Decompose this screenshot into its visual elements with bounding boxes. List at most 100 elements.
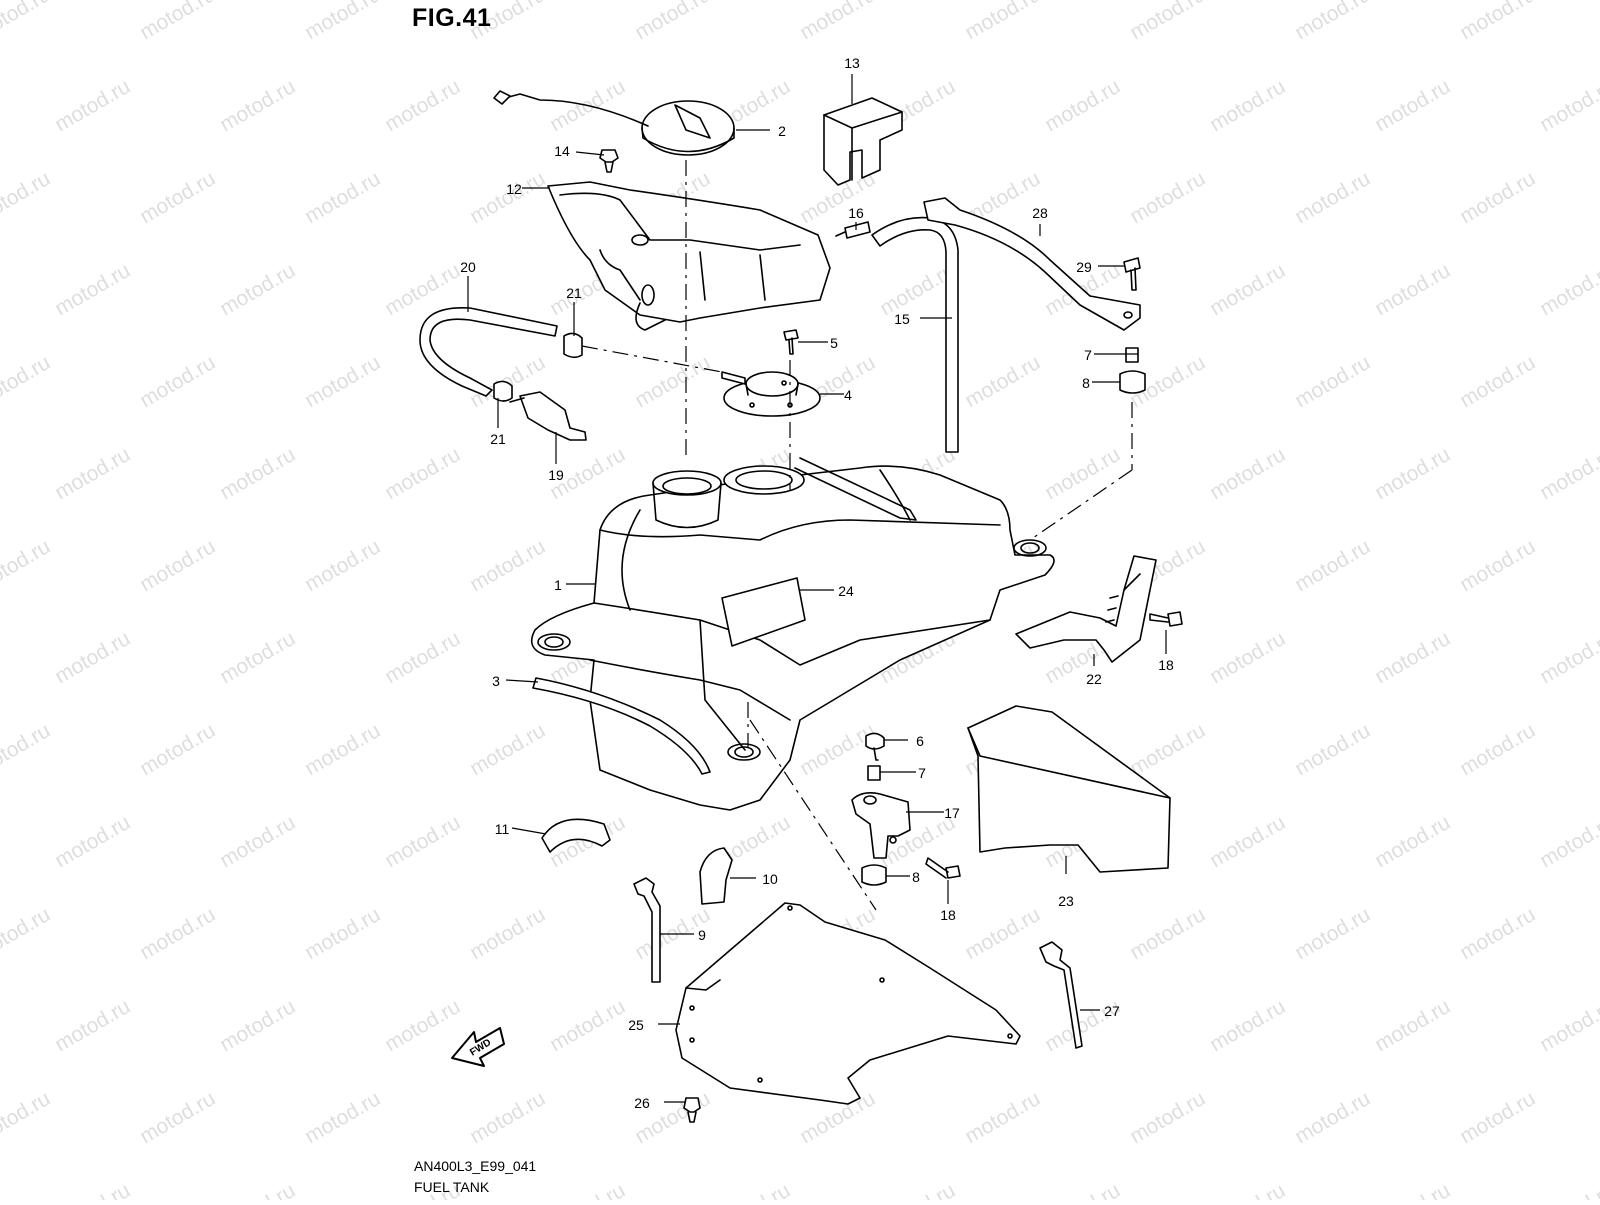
watermark-text: motod.ru <box>961 903 1044 964</box>
watermark-text: motod.ru <box>0 1087 54 1148</box>
callout-cushion-lower: 8 <box>912 869 920 885</box>
callout-hose-joint: 16 <box>848 205 864 221</box>
watermark-text: motod.ru <box>1536 811 1600 872</box>
callout-fuel-pump-flange: 4 <box>844 387 852 403</box>
watermark-text: motod.ru <box>0 535 54 596</box>
watermark-text: motod.ru <box>1206 443 1289 504</box>
watermark-text: motod.ru <box>136 535 219 596</box>
watermark-text: motod.ru <box>381 627 464 688</box>
watermark-text: motod.ru <box>51 627 134 688</box>
watermark-text: motod.ru <box>0 0 54 44</box>
watermark-text: motod.ru <box>1291 719 1374 780</box>
callout-hose-clamp-lower: 21 <box>490 431 506 447</box>
watermark-text: motod.ru <box>381 443 464 504</box>
watermark-text: motod.ru <box>216 627 299 688</box>
watermark-text: motod.ru <box>1291 0 1374 44</box>
watermark-text: motod.ru <box>1126 719 1209 780</box>
tank-cover-tray <box>548 182 830 330</box>
clamp-strap <box>634 878 660 982</box>
callout-bolt-right: 18 <box>1158 657 1174 673</box>
watermark-text: motod.ru <box>1456 0 1539 44</box>
watermark-text: motod.ru <box>961 1087 1044 1148</box>
callout-collar-upper: 7 <box>1084 347 1092 363</box>
watermark-text: motod.ru <box>301 1087 384 1148</box>
watermark-text: motod.ru <box>1206 259 1289 320</box>
watermark-text: motod.ru <box>1126 903 1209 964</box>
watermark-text: motod.ru <box>711 1179 794 1200</box>
fwd-arrow-icon <box>452 1028 504 1066</box>
fuel-filter <box>510 392 586 440</box>
watermark-text: motod.ru <box>1371 75 1454 136</box>
callout-cable-tie: 27 <box>1104 1003 1120 1019</box>
callout-mounting-bracket: 17 <box>944 805 960 821</box>
watermark-text: motod.ru <box>301 167 384 228</box>
watermark-text: motod.ru <box>1206 627 1289 688</box>
watermark-text: motod.ru <box>1126 1087 1209 1148</box>
watermark-text: motod.ru <box>1291 167 1374 228</box>
watermark-text: motod.ru <box>1536 1179 1600 1200</box>
watermark-text: motod.ru <box>301 903 384 964</box>
watermark-text: motod.ru <box>381 995 464 1056</box>
watermark-text: motod.ru <box>1371 811 1454 872</box>
callout-bolt-lower: 18 <box>940 907 956 923</box>
watermark-text: motod.ru <box>1371 995 1454 1056</box>
watermark-text: motod.ru <box>961 0 1044 44</box>
watermark-text: motod.ru <box>1456 167 1539 228</box>
callout-clamp-strap: 9 <box>698 927 706 943</box>
callout-side-bracket: 22 <box>1086 671 1102 687</box>
callout-heat-shield: 23 <box>1058 893 1074 909</box>
cushion-lower <box>862 865 886 885</box>
under-plate <box>676 903 1020 1104</box>
breather-hose <box>420 308 557 396</box>
callout-fuel-cap: 2 <box>778 123 786 139</box>
watermark-text: motod.ru <box>51 811 134 872</box>
watermark-text: motod.ru <box>301 351 384 412</box>
watermark-text: motod.ru <box>1126 0 1209 44</box>
fuel-cap <box>494 91 734 155</box>
callout-fuel-filter: 19 <box>548 467 564 483</box>
cover-clip <box>600 150 618 172</box>
watermark-text: motod.ru <box>0 903 54 964</box>
watermark-text: motod.ru <box>1291 535 1374 596</box>
collar-lower <box>868 766 880 780</box>
callout-bolt: 6 <box>916 733 924 749</box>
tank-stay <box>924 198 1140 330</box>
callout-screw: 5 <box>830 335 838 351</box>
watermark-text: motod.ru <box>1041 1179 1124 1200</box>
cushion-pad <box>542 819 610 852</box>
watermark-text: motod.ru <box>466 903 549 964</box>
watermark-text: motod.ru <box>1456 719 1539 780</box>
watermark-text: motod.ru <box>796 0 879 44</box>
watermark-text: motod.ru <box>381 75 464 136</box>
watermark-text: motod.ru <box>1206 1179 1289 1200</box>
watermark-text: motod.ru <box>51 443 134 504</box>
cushion-upper <box>1120 371 1145 393</box>
watermark-text: motod.ru <box>631 351 714 412</box>
watermark-text: motod.ru <box>301 719 384 780</box>
bolt-lower <box>926 858 960 878</box>
watermark-text: motod.ru <box>1456 535 1539 596</box>
watermark-text: motod.ru <box>136 1087 219 1148</box>
watermark-text: motod.ru <box>1206 995 1289 1056</box>
watermark-text: motod.ru <box>216 259 299 320</box>
mounting-bracket <box>852 793 910 858</box>
tank-strip <box>533 678 710 774</box>
watermark-text: motod.ru <box>136 903 219 964</box>
watermark-text: motod.ru <box>1291 903 1374 964</box>
watermark-text: motod.ru <box>1291 1087 1374 1148</box>
drain-hose <box>872 218 958 452</box>
watermark-text: motod.ru <box>1456 1087 1539 1148</box>
watermark-text: motod.ru <box>0 719 54 780</box>
watermark-text: motod.ru <box>466 535 549 596</box>
watermark-text: motod.ru <box>466 719 549 780</box>
watermark-text: motod.ru <box>1536 75 1600 136</box>
watermark-text: motod.ru <box>1041 75 1124 136</box>
watermark-text: motod.ru <box>1536 443 1600 504</box>
watermark-text: motod.ru <box>961 351 1044 412</box>
bolt <box>866 733 884 760</box>
watermark-text: motod.ru <box>216 811 299 872</box>
watermark-text: motod.ru <box>51 1179 134 1200</box>
watermark-text: motod.ru <box>1126 167 1209 228</box>
watermark-text: motod.ru <box>216 1179 299 1200</box>
